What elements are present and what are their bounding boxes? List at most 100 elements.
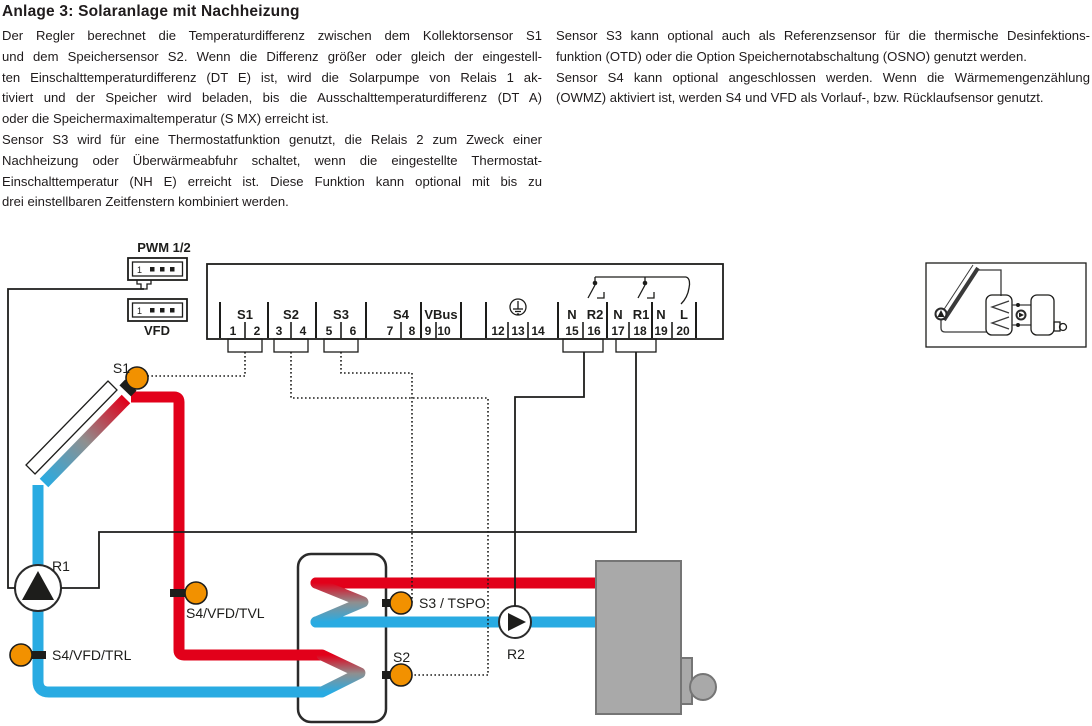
terminal-2: 2 (254, 324, 261, 338)
ground-icon (509, 298, 527, 316)
sensor-s2-tick (382, 671, 395, 679)
terminal-group-s1: S1 (237, 307, 253, 322)
sensor-trl-tick (30, 651, 46, 659)
terminal-separators (219, 302, 697, 338)
terminal-20: 20 (676, 324, 690, 338)
sensor-tvl-bulb (184, 581, 208, 605)
pictogram-pump2-arrow (1019, 312, 1024, 318)
boiler-body (595, 560, 682, 715)
pictogram-burner-blob (1058, 322, 1068, 332)
vfd-pin-dot (170, 308, 175, 313)
text-line: Sensor S4 kann optional angeschlossen we… (556, 69, 1090, 85)
relay-internal-wiring (587, 276, 691, 305)
terminal-3: 3 (276, 324, 283, 338)
terminal-19: 19 (654, 324, 668, 338)
pipe-solar-flow (131, 391, 322, 661)
pictogram-pipe (940, 320, 987, 333)
pump-r2-arrow (508, 613, 526, 631)
pipe-solar-return (32, 485, 322, 698)
tank-lower-coil (316, 649, 366, 698)
vfd-plug-inner (131, 302, 184, 318)
terminal-12: 12 (491, 324, 505, 338)
relay-r1-switch (637, 284, 646, 299)
terminal-group-s2: S2 (283, 307, 299, 322)
vfd-connector: 1 VFD (127, 298, 188, 338)
system-diagram: PWM 1/2 1 1 VFD (7, 240, 1087, 724)
pictogram-pump-arrow (937, 310, 945, 317)
text-line: funktion (OTD) oder die Option Speichern… (556, 48, 1027, 64)
text-line: tiviert und der Speicher wird beladen, b… (2, 90, 542, 106)
pwm-plug-inner (131, 261, 184, 277)
system-pictogram (925, 262, 1087, 348)
terminal-4: 4 (300, 324, 307, 338)
text-line: (OWMZ) aktiviert ist, werden S4 und VFD … (556, 90, 1044, 106)
vfd-plug-outer (127, 298, 188, 322)
vfd-pin1: 1 (137, 306, 142, 316)
relay-label-r2: R2 (587, 307, 604, 322)
terminal-brackets (227, 338, 657, 353)
terminal-18: 18 (633, 324, 647, 338)
text-line: ten Einschalttemperaturdifferenz (DT E) … (2, 69, 542, 85)
pictogram-coil (990, 300, 1010, 314)
vfd-label: VFD (144, 323, 170, 338)
pictogram-frame (925, 262, 1087, 348)
boiler-burner-mount (680, 657, 693, 705)
pwm-pin-dot (150, 267, 155, 272)
wire-relay1-to-pump-r1 (61, 352, 637, 589)
pump-r2-label: R2 (507, 646, 525, 662)
text-line: Sensor S3 wird für eine Thermostatfunkti… (2, 131, 542, 147)
collector-absorber (39, 394, 131, 488)
terminal-13: 13 (511, 324, 525, 338)
pictogram-sensor-dot (1016, 323, 1020, 327)
pictogram-tank (985, 294, 1013, 336)
text-line: Nachheizung oder Überwärmeabfuhr schalte… (2, 152, 542, 168)
sensor-s2: S2 (382, 649, 413, 687)
pwm-pin-dot (160, 267, 165, 272)
sensor-s3: S3 / TSPO (382, 591, 486, 615)
pictogram-sensor-dot (1016, 303, 1020, 307)
terminal-group-s4: S4 (393, 307, 410, 322)
sensor-s2-bulb (389, 663, 413, 687)
sensor-s3-tick (382, 599, 395, 607)
solar-collector (25, 380, 131, 488)
text-line: Sensor S3 kann optional auch als Referen… (556, 28, 1090, 43)
pwm-pin1: 1 (137, 265, 142, 275)
terminal-17: 17 (611, 324, 625, 338)
relay-label-n: N (613, 307, 622, 322)
terminal-15: 15 (565, 324, 579, 338)
text-line: und dem Speichersensor S2. Wenn die Diff… (2, 48, 542, 64)
sensor-trl-label: S4/VFD/TRL (52, 647, 132, 663)
storage-tank (296, 552, 388, 724)
collector-frame (25, 380, 118, 475)
sensor-tvl-tick (170, 589, 187, 597)
text-column-right: Sensor S3 kann optional auch als Referen… (556, 26, 1090, 109)
terminal-7: 7 (387, 324, 394, 338)
pictogram-collector-icon (938, 264, 980, 322)
pipes (32, 391, 606, 698)
sensor-s1-tick (119, 379, 137, 397)
pump-r1-arrow (22, 571, 54, 600)
page-title: Anlage 3: Solaranlage mit Nachheizung (2, 3, 300, 20)
pwm-plug-tab (136, 280, 152, 290)
text-column-left: Der Regler berechnet die Temperaturdiffe… (2, 26, 542, 213)
sensor-s4-tvl: S4/VFD/TVL (170, 581, 265, 621)
sensor-s4-trl: S4/VFD/TRL (9, 643, 132, 667)
pwm-connector: PWM 1/2 1 (127, 240, 191, 290)
relay-contact-dot (592, 280, 598, 286)
terminal-group-vbus: VBus (424, 307, 457, 322)
pump-r2 (498, 605, 532, 639)
terminal-10: 10 (437, 324, 451, 338)
sensor-s2-label: S2 (393, 649, 410, 665)
wire-relay2-to-pump-r2 (514, 352, 585, 606)
sensor-trl-bulb (9, 643, 33, 667)
terminal-14: 14 (531, 324, 545, 338)
text-line: oder die Speichermaximaltemperatur (S MX… (2, 111, 329, 127)
terminal-group-s3: S3 (333, 307, 349, 322)
sensor-tvl-label: S4/VFD/TVL (186, 605, 265, 621)
text-line: Der Regler berechnet die Temperaturdiffe… (2, 28, 542, 43)
terminal-1: 1 (230, 324, 237, 338)
terminal-16: 16 (587, 324, 601, 338)
wire-sensor-s3 (340, 352, 413, 603)
relay-label-n: N (656, 307, 665, 322)
